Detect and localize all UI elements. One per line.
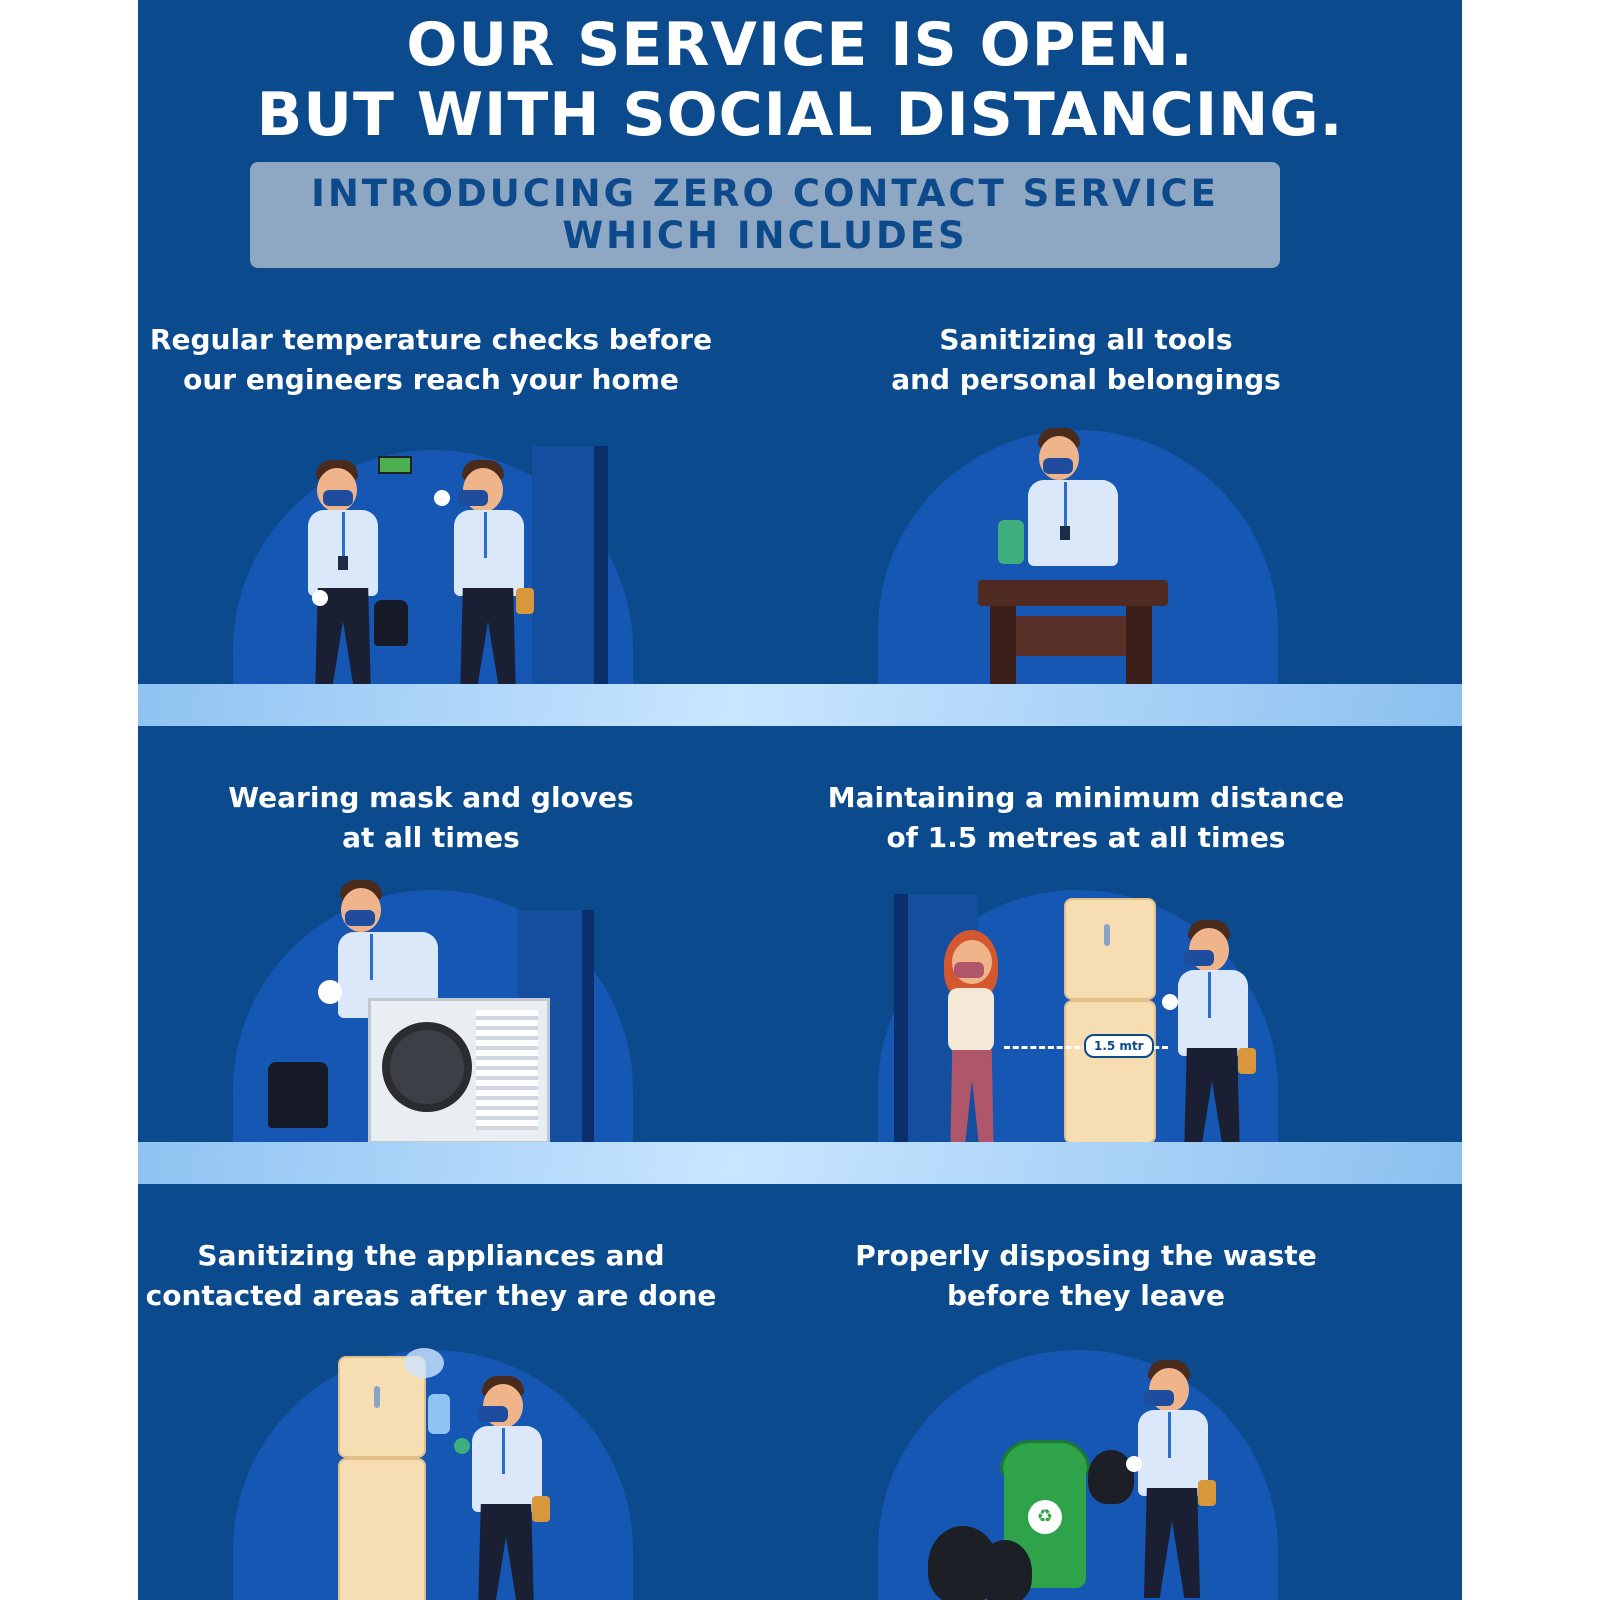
caption-distance: Maintaining a minimum distance of 1.5 me…: [796, 778, 1376, 858]
mask: [345, 910, 375, 926]
mask: [458, 490, 488, 506]
mask: [323, 490, 353, 506]
mask: [1144, 1390, 1174, 1406]
floor-strip: [138, 684, 1462, 726]
door-frame: [594, 446, 608, 684]
fridge-handle: [374, 1386, 380, 1408]
waste-disposal-illustration: ♻: [878, 1340, 1398, 1600]
spray-bottle-icon: [428, 1394, 450, 1434]
trash-bag-icon: [978, 1540, 1032, 1600]
caption-line: Regular temperature checks before: [149, 323, 713, 356]
poster: OUR SERVICE IS OPEN. BUT WITH SOCIAL DIS…: [138, 0, 1462, 1600]
door-frame: [894, 894, 908, 1142]
spray-mist: [404, 1348, 444, 1378]
glove: [1162, 994, 1178, 1010]
mask: [954, 962, 984, 978]
thermometer-icon: [378, 456, 412, 474]
shirt: [472, 1426, 542, 1512]
fan-icon: [382, 1022, 472, 1112]
caption-sanitizing-tools: Sanitizing all tools and personal belong…: [796, 320, 1376, 400]
subheading-line-2: WHICH INCLUDES: [562, 214, 968, 257]
lanyard: [342, 512, 345, 558]
shirt: [1178, 970, 1248, 1056]
id-badge: [338, 556, 348, 570]
fridge-upper-door: [1064, 898, 1156, 1000]
workbench-leg: [1126, 606, 1152, 684]
shirt: [1138, 1410, 1208, 1496]
tool-bag-icon: [374, 600, 408, 646]
lanyard: [1208, 972, 1211, 1018]
headline-line-1: OUR SERVICE IS OPEN.: [406, 10, 1194, 80]
headline-line-2: BUT WITH SOCIAL DISTANCING.: [256, 80, 1344, 150]
fridge-handle: [1104, 924, 1110, 946]
mask: [478, 1406, 508, 1422]
caption-line: our engineers reach your home: [183, 363, 679, 396]
caption-line: Sanitizing the appliances and: [197, 1239, 665, 1272]
workbench: [978, 580, 1168, 606]
tool-belt: [516, 588, 534, 614]
subheading-box: INTRODUCING ZERO CONTACT SERVICE WHICH I…: [250, 162, 1280, 268]
distance-illustration: 1.5 mtr: [878, 880, 1398, 1142]
distance-label: 1.5 mtr: [1084, 1034, 1154, 1058]
mask: [1184, 950, 1214, 966]
id-badge: [1060, 526, 1070, 540]
ac-grill: [476, 1010, 538, 1130]
caption-line: of 1.5 metres at all times: [886, 821, 1286, 854]
workbench-leg: [990, 606, 1016, 684]
caption-line: Sanitizing all tools: [939, 323, 1233, 356]
caption-line: Wearing mask and gloves: [228, 781, 634, 814]
shirt: [454, 510, 524, 596]
lanyard: [370, 934, 373, 980]
lanyard: [1064, 482, 1067, 528]
cloth: [454, 1438, 470, 1454]
lanyard: [502, 1428, 505, 1474]
subheading-line-1: INTRODUCING ZERO CONTACT SERVICE: [311, 172, 1219, 215]
caption-waste-disposal: Properly disposing the waste before they…: [796, 1236, 1376, 1316]
door: [532, 446, 602, 684]
door-frame: [582, 910, 594, 1142]
mask-gloves-illustration: [228, 880, 748, 1142]
arch-background: [233, 1350, 633, 1600]
workbench-body: [1016, 616, 1126, 656]
caption-line: before they leave: [946, 1279, 1226, 1312]
caption-line: Maintaining a minimum distance: [827, 781, 1345, 814]
caption-line: Properly disposing the waste: [855, 1239, 1317, 1272]
caption-line: at all times: [342, 821, 520, 854]
sanitizing-tools-illustration: [878, 420, 1398, 684]
tool-bag-icon: [268, 1062, 328, 1128]
sanitizing-appliance-illustration: [228, 1340, 748, 1600]
caption-line: contacted areas after they are done: [145, 1279, 717, 1312]
shirt: [1028, 480, 1118, 566]
caption-line: and personal belongings: [891, 363, 1281, 396]
temperature-check-illustration: [228, 440, 748, 684]
sanitizer-bottle-icon: [998, 520, 1024, 564]
tool-belt: [1198, 1480, 1216, 1506]
floor-strip: [138, 1142, 1462, 1184]
lanyard: [484, 512, 487, 558]
caption-sanitizing-appliance: Sanitizing the appliances and contacted …: [138, 1236, 724, 1316]
recycle-bin-icon: ♻: [1028, 1500, 1062, 1534]
lanyard: [1168, 1412, 1171, 1458]
tool-belt: [1238, 1048, 1256, 1074]
fridge-lower-door: [1064, 1000, 1156, 1142]
glove: [318, 980, 342, 1004]
top: [948, 988, 994, 1052]
glove: [312, 590, 328, 606]
tool-belt: [532, 1496, 550, 1522]
caption-temperature-check: Regular temperature checks before our en…: [138, 320, 724, 400]
mask: [1043, 458, 1073, 474]
fridge-lower-door: [338, 1458, 426, 1600]
glove: [1126, 1456, 1142, 1472]
glove: [434, 490, 450, 506]
caption-mask-gloves: Wearing mask and gloves at all times: [138, 778, 724, 858]
